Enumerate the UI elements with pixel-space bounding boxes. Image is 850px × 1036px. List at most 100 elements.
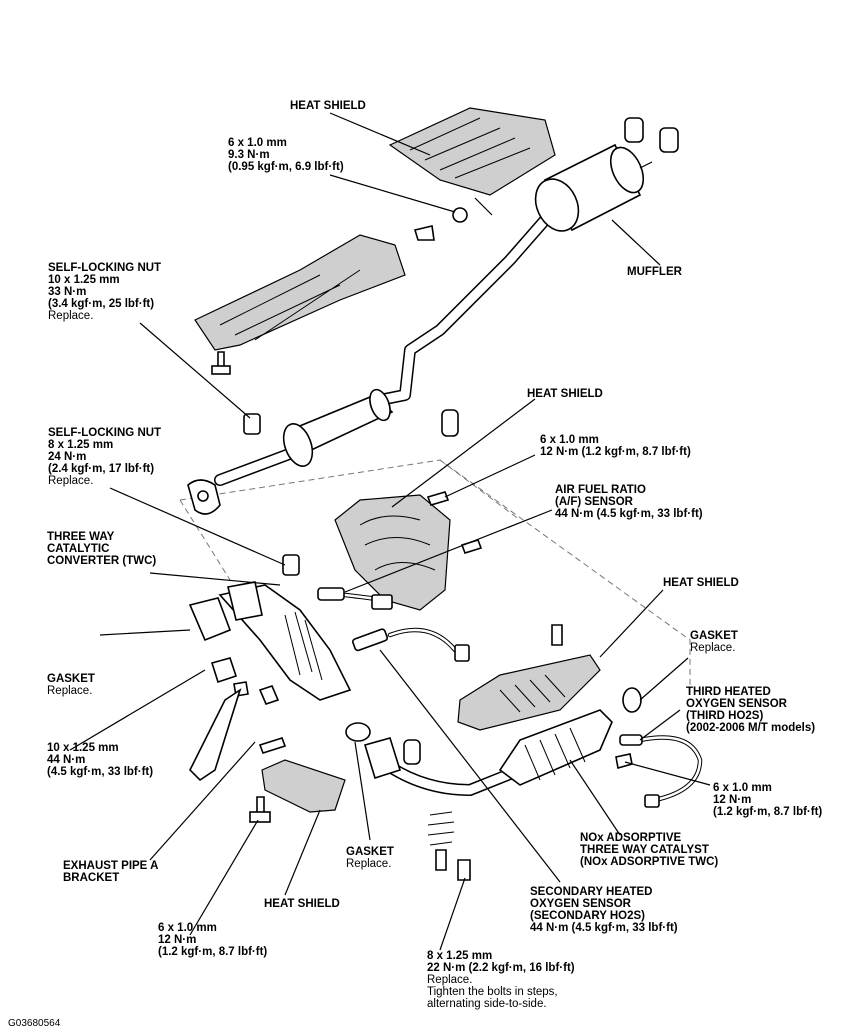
label-secondary-ho2s: SECONDARY HEATED OXYGEN SENSOR (SECONDAR… (530, 886, 678, 934)
heat-shield-top-clip (413, 207, 468, 241)
heat-shield-upper-left (194, 234, 406, 351)
heat-shield-top (388, 107, 556, 216)
label-line: alternating side-to-side. (427, 998, 547, 1010)
label-line: (2.4 kgf·m, 17 lbf·ft) (48, 463, 155, 475)
label-bolt-bottom-left: 6 x 1.0 mm 12 N·m (1.2 kgf·m, 8.7 lbf·ft… (158, 922, 267, 958)
alignment-lines (179, 459, 691, 700)
label-line: OXYGEN SENSOR (686, 698, 787, 710)
label-heat-shield-mid: HEAT SHIELD (527, 388, 603, 400)
label-line: SELF-LOCKING NUT (48, 427, 162, 439)
label-gasket-right: GASKET Replace. (690, 630, 738, 654)
rubber-hangers (403, 117, 679, 765)
label-line: SECONDARY HEATED (530, 886, 653, 898)
label-self-locking-nut-2: SELF-LOCKING NUT 8 x 1.25 mm 24 N·m (2.4… (48, 427, 161, 487)
label-line: GASKET (47, 673, 95, 685)
label-line: 44 N·m (4.5 kgf·m, 33 lbf·ft) (555, 508, 703, 520)
bolt-bottom-left (249, 796, 271, 823)
label-line: (A/F) SENSOR (555, 496, 633, 508)
bolt-right-top (551, 624, 563, 646)
muffler-body (534, 143, 653, 232)
label-bolt-bottom-center: 8 x 1.25 mm 22 N·m (2.2 kgf·m, 16 lbf·ft… (427, 950, 575, 1010)
label-line: 44 N·m (47, 754, 86, 766)
label-line: 12 N·m (158, 934, 197, 946)
nox-catalyst (498, 709, 613, 786)
self-locking-nut-2 (282, 554, 300, 576)
label-line: Replace. (427, 974, 473, 986)
label-bolt-right: 6 x 1.0 mm 12 N·m (1.2 kgf·m, 8.7 lbf·ft… (713, 782, 822, 818)
resonator (282, 388, 394, 467)
label-line: (SECONDARY HO2S) (530, 910, 646, 922)
label-line: 33 N·m (48, 286, 87, 298)
twc-body (188, 581, 352, 701)
pipe-flange (187, 479, 221, 515)
label-gasket-left: GASKET Replace. (47, 673, 95, 697)
label-exhaust-bracket: EXHAUST PIPE A BRACKET (63, 860, 158, 884)
label-line: CONVERTER (TWC) (47, 555, 157, 567)
label-line: HEAT SHIELD (663, 577, 739, 589)
bolt-left (258, 737, 287, 754)
label-gasket-center: GASKET Replace. (346, 846, 394, 870)
label-heat-shield-bottom: HEAT SHIELD (264, 898, 340, 910)
label-line: 24 N·m (48, 451, 87, 463)
front-pipe (363, 737, 526, 796)
label-line: 10 x 1.25 mm (48, 274, 120, 286)
label-line: Replace. (690, 642, 736, 654)
gasket-right (622, 687, 642, 713)
label-muffler: MUFFLER (627, 266, 682, 278)
heat-shield-right (457, 654, 601, 731)
label-line: 8 x 1.25 mm (427, 950, 493, 962)
label-line: GASKET (690, 630, 738, 642)
label-line: 12 N·m (713, 794, 752, 806)
label-line: (2002-2006 M/T models) (686, 722, 816, 734)
label-line: OXYGEN SENSOR (530, 898, 631, 910)
label-line: 44 N·m (4.5 kgf·m, 33 lbf·ft) (530, 922, 678, 934)
secondary-ho2s (352, 627, 470, 662)
label-bolt-top: 6 x 1.0 mm 9.3 N·m (0.95 kgf·m, 6.9 lbf·… (228, 137, 344, 173)
label-line: (0.95 kgf·m, 6.9 lbf·ft) (228, 161, 344, 173)
label-line: SELF-LOCKING NUT (48, 262, 162, 274)
label-line: HEAT SHIELD (290, 100, 366, 112)
label-line: (THIRD HO2S) (686, 710, 764, 722)
label-line: 10 x 1.25 mm (47, 742, 119, 754)
label-line: Replace. (48, 475, 94, 487)
figure-code: G03680564 (8, 1018, 61, 1029)
label-twc: THREE WAY CATALYTIC CONVERTER (TWC) (47, 531, 156, 567)
af-sensor (317, 587, 393, 610)
exhaust-pipe (214, 214, 551, 486)
gasket-left (210, 657, 249, 697)
label-line: 6 x 1.0 mm (228, 137, 287, 149)
label-line: AIR FUEL RATIO (555, 484, 646, 496)
label-line: 6 x 1.0 mm (158, 922, 217, 934)
label-line: NOx ADSORPTIVE (580, 832, 682, 844)
label-line: 6 x 1.0 mm (540, 434, 599, 446)
label-line: 9.3 N·m (228, 149, 270, 161)
label-line: 8 x 1.25 mm (48, 439, 114, 451)
label-line: HEAT SHIELD (527, 388, 603, 400)
label-line: Tighten the bolts in steps, (427, 986, 558, 998)
label-line: (1.2 kgf·m, 8.7 lbf·ft) (158, 946, 268, 958)
heat-shield-bottom (261, 759, 346, 813)
label-line: (NOx ADSORPTIVE TWC) (580, 856, 719, 868)
label-line: 22 N·m (2.2 kgf·m, 16 lbf·ft) (427, 962, 575, 974)
spring-bolt (427, 811, 471, 881)
label-line: EXHAUST PIPE A (63, 860, 159, 872)
exhaust-bracket (189, 685, 280, 782)
label-line: 6 x 1.0 mm (713, 782, 772, 794)
label-line: Replace. (346, 858, 392, 870)
label-line: Replace. (48, 310, 94, 322)
label-line: 12 N·m (1.2 kgf·m, 8.7 lbf·ft) (540, 446, 691, 458)
label-line: MUFFLER (627, 266, 682, 278)
label-line: CATALYTIC (47, 543, 110, 555)
heat-shield-mid (334, 494, 451, 611)
label-line: THREE WAY (47, 531, 115, 543)
label-nox-catalyst: NOx ADSORPTIVE THREE WAY CATALYST (NOx A… (580, 832, 718, 868)
label-line: HEAT SHIELD (264, 898, 340, 910)
bolt-upper-left (211, 351, 231, 375)
label-line: THREE WAY CATALYST (580, 844, 709, 856)
label-af-sensor: AIR FUEL RATIO (A/F) SENSOR 44 N·m (4.5 … (555, 484, 703, 520)
label-line: (4.5 kgf·m, 33 lbf·ft) (47, 766, 154, 778)
label-line: (1.2 kgf·m, 8.7 lbf·ft) (713, 806, 823, 818)
label-line: THIRD HEATED (686, 686, 771, 698)
gasket-center (345, 722, 371, 742)
